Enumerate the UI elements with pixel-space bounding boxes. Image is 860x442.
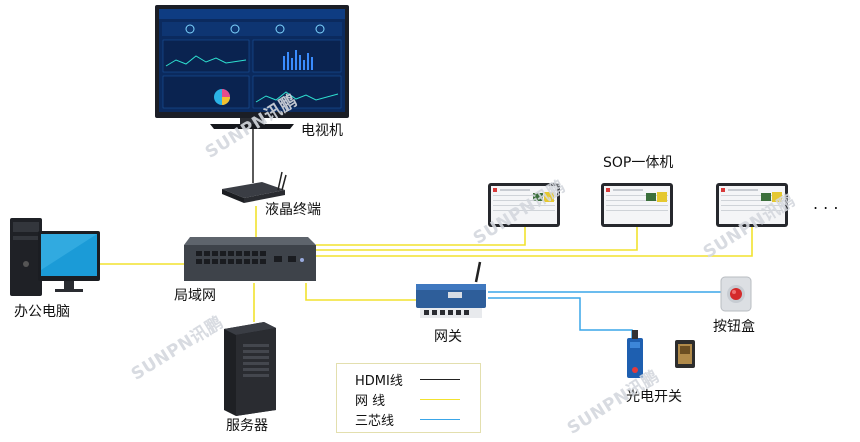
server-icon: [224, 322, 276, 416]
legend-three-core-label: 三芯线: [355, 414, 395, 429]
legend: HDMI线 网 线 三芯线: [336, 363, 481, 433]
gateway-icon: [416, 261, 486, 318]
sop-panel-3-icon: [716, 183, 788, 227]
legend-hdmi-line: [420, 379, 460, 380]
legend-network-label: 网 线: [355, 394, 386, 409]
sop-panel-2-icon: [601, 183, 673, 227]
switch-icon: [184, 237, 316, 281]
gateway-label: 网关: [434, 329, 462, 345]
network-connections: [100, 206, 753, 322]
legend-network-line: [420, 399, 460, 400]
lan-label: 局域网: [174, 288, 216, 304]
button-box-icon: [720, 276, 752, 312]
legend-hdmi-label: HDMI线: [355, 374, 403, 389]
lcd-terminal-icon: [222, 171, 287, 203]
tv-label: 电视机: [301, 123, 343, 139]
sop-label: SOP一体机: [603, 155, 674, 171]
photoelectric-switch-icon: [627, 330, 695, 378]
photoelectric-switch-label: 光电开关: [626, 389, 682, 405]
legend-three-core-line: [420, 419, 460, 420]
server-label: 服务器: [226, 418, 268, 434]
button-box-label: 按钮盒: [713, 319, 755, 335]
tv-icon: [155, 5, 349, 129]
office-pc-label: 办公电脑: [14, 304, 70, 320]
ellipsis-label: . . .: [813, 194, 839, 213]
three-core-connections: [488, 291, 722, 338]
lcd-terminal-label: 液晶终端: [265, 202, 321, 218]
sop-panel-1-icon: [488, 183, 560, 227]
office-pc-icon: [10, 218, 100, 296]
